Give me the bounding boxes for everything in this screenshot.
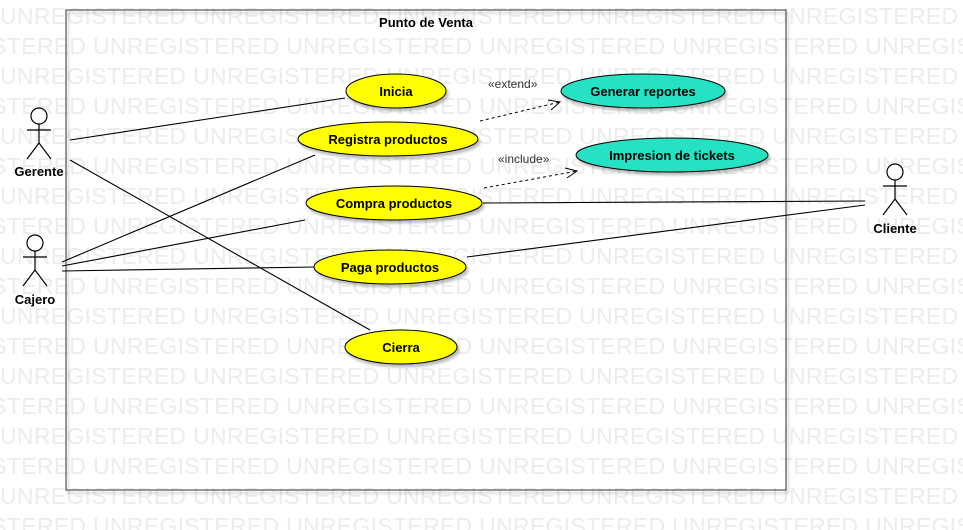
extend-dashed-line <box>479 101 561 122</box>
actor-head <box>30 107 48 125</box>
use-case-ellipse <box>313 249 467 285</box>
assoc-gerente-cierra[interactable] <box>69 159 371 331</box>
use-case-ellipse <box>297 121 479 157</box>
assoc-cliente-compra[interactable] <box>482 200 866 204</box>
use-case-impresion-de-tickets[interactable]: Impresion de tickets <box>575 137 769 173</box>
actor-leg-left <box>882 198 896 216</box>
associations <box>61 97 866 331</box>
use-case-compra-productos[interactable]: Compra productos <box>305 185 483 221</box>
use-case-label: Inicia <box>379 84 413 99</box>
assoc-cajero-paga[interactable] <box>61 266 316 272</box>
include-dependency[interactable]: «include» <box>483 152 579 189</box>
use-case-inicia[interactable]: Inicia <box>345 73 447 109</box>
use-case-ellipse <box>560 73 726 109</box>
extend-label: «extend» <box>488 77 538 91</box>
use-case-ellipse <box>345 73 447 109</box>
watermark-row: UNREGISTERED UNREGISTERED UNREGISTERED U… <box>0 513 963 530</box>
assoc-cajero-compra[interactable] <box>61 219 306 267</box>
include-dashed-line <box>483 170 578 189</box>
watermark-row: UNREGISTERED UNREGISTERED UNREGISTERED U… <box>0 63 963 89</box>
actor-leg-right <box>34 269 48 287</box>
watermark-row: UNREGISTERED UNREGISTERED UNREGISTERED U… <box>0 33 963 59</box>
actor-cajero[interactable]: Cajero <box>15 234 56 307</box>
actor-leg-left <box>22 269 36 287</box>
include-arrowhead <box>564 167 579 179</box>
use-case-label: Compra productos <box>336 196 452 211</box>
dependencies: «extend» «include» <box>479 77 579 189</box>
use-case-label: Cierra <box>382 340 420 355</box>
include-label: «include» <box>498 152 550 166</box>
watermark-row: UNREGISTERED UNREGISTERED UNREGISTERED U… <box>0 303 963 329</box>
watermark-row: UNREGISTERED UNREGISTERED UNREGISTERED U… <box>0 453 963 479</box>
use-case-generar-reportes[interactable]: Generar reportes <box>560 73 726 109</box>
actor-label: Gerente <box>14 164 63 179</box>
actor-label: Cajero <box>15 292 56 307</box>
assoc-gerente-inicia[interactable] <box>69 97 346 141</box>
actor-head <box>26 234 44 252</box>
use-case-ellipse <box>575 137 769 173</box>
watermark-row: UNREGISTERED UNREGISTERED UNREGISTERED U… <box>0 393 963 419</box>
extend-arrowhead <box>547 99 562 111</box>
system-boundary-frame <box>65 9 787 491</box>
actor-cliente[interactable]: Cliente <box>873 163 917 236</box>
actor-leg-left <box>26 142 40 160</box>
extend-dependency[interactable]: «extend» <box>479 77 562 122</box>
use-case-registra-productos[interactable]: Registra productos <box>297 121 479 157</box>
watermark-row: UNREGISTERED UNREGISTERED UNREGISTERED U… <box>0 363 963 389</box>
watermark-row: UNREGISTERED UNREGISTERED UNREGISTERED U… <box>0 273 963 299</box>
use-case-cierra[interactable]: Cierra <box>344 329 458 365</box>
actor-gerente[interactable]: Gerente <box>14 107 64 179</box>
use-case-ellipse <box>344 329 458 365</box>
actor-head <box>886 163 904 181</box>
actor-label: Cliente <box>873 221 916 236</box>
actor-leg-right <box>894 198 908 216</box>
use-case-label: Generar reportes <box>590 84 696 99</box>
system-boundary[interactable]: Punto de Venta <box>65 9 787 491</box>
use-case-label: Paga productos <box>341 260 439 275</box>
use-case-ellipse <box>305 185 483 221</box>
use-case-paga-productos[interactable]: Paga productos <box>313 249 467 285</box>
actor-leg-right <box>38 142 52 160</box>
watermark-row: UNREGISTERED UNREGISTERED UNREGISTERED U… <box>0 423 963 449</box>
use-case-label: Registra productos <box>328 132 447 147</box>
use-case-label: Impresion de tickets <box>609 148 735 163</box>
watermark-row: UNREGISTERED UNREGISTERED UNREGISTERED U… <box>0 243 963 269</box>
assoc-cliente-paga[interactable] <box>466 204 866 258</box>
watermark-row: UNREGISTERED UNREGISTERED UNREGISTERED U… <box>0 333 963 359</box>
system-title: Punto de Venta <box>379 15 474 30</box>
watermark-row: UNREGISTERED UNREGISTERED UNREGISTERED U… <box>0 93 963 119</box>
assoc-cajero-registra[interactable] <box>61 154 316 263</box>
